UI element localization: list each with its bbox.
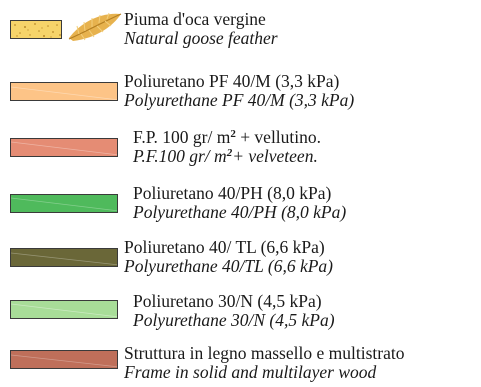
swatch-frame — [10, 350, 118, 369]
it-label-part: + vellutino. — [235, 127, 322, 147]
legend-label-en: Natural goose feather — [124, 28, 278, 48]
swatch-40ph — [10, 194, 118, 213]
legend-item-40ph: Poliuretano 40/PH (8,0 kPa) Polyurethane… — [0, 182, 481, 226]
legend-item-goose-feather: Piuma d'oca vergine Natural goose feathe… — [0, 8, 481, 52]
en-label-part: P.F.100 gr/ m — [133, 146, 227, 166]
legend-label-it: Poliuretano 40/PH (8,0 kPa) — [133, 183, 332, 203]
legend-label: F.P. 100 gr/ m2 + vellutino. P.F.100 gr/… — [133, 128, 321, 166]
legend-label: Poliuretano 40/PH (8,0 kPa) Polyurethane… — [133, 184, 346, 222]
legend-label-en: P.F.100 gr/ m2+ velveteen. — [133, 147, 321, 166]
legend-label-en: Polyurethane 40/PH (8,0 kPa) — [133, 202, 347, 222]
swatch-30n — [10, 300, 118, 319]
swatch-40tl — [10, 248, 118, 267]
it-label-part: F.P. 100 gr/ m — [133, 127, 231, 147]
legend-label-it: Poliuretano 30/N (4,5 kPa) — [133, 291, 322, 311]
legend-item-frame: Struttura in legno massello e multistrat… — [0, 342, 481, 386]
legend-label-it: Struttura in legno massello e multistrat… — [124, 343, 405, 363]
swatch-fp100 — [10, 138, 118, 157]
en-label-part: + velveteen. — [232, 146, 318, 166]
legend-label-en: Frame in solid and multilayer wood — [124, 362, 377, 382]
feather-icon — [68, 12, 122, 41]
speckle-pattern — [14, 23, 61, 38]
legend-label-it: F.P. 100 gr/ m2 + vellutino. — [133, 128, 321, 147]
legend-label-en: Polyurethane PF 40/M (3,3 kPa) — [124, 90, 355, 110]
legend-label-it: Piuma d'oca vergine — [124, 9, 266, 29]
legend-label-en: Polyurethane 40/TL (6,6 kPa) — [124, 256, 334, 276]
swatch-pf40m — [10, 82, 118, 101]
legend-label: Piuma d'oca vergine Natural goose feathe… — [124, 10, 278, 48]
legend-label-it: Poliuretano 40/ TL (6,6 kPa) — [124, 237, 325, 257]
legend-label: Poliuretano 40/ TL (6,6 kPa) Polyurethan… — [124, 238, 333, 276]
legend-item-40tl: Poliuretano 40/ TL (6,6 kPa) Polyurethan… — [0, 236, 481, 280]
speckle-swatch — [10, 20, 62, 39]
legend-item-30n: Poliuretano 30/N (4,5 kPa) Polyurethane … — [0, 292, 481, 336]
legend-item-fp100: F.P. 100 gr/ m2 + vellutino. P.F.100 gr/… — [0, 126, 481, 170]
legend-label-it: Poliuretano PF 40/M (3,3 kPa) — [124, 71, 340, 91]
legend-label: Poliuretano PF 40/M (3,3 kPa) Polyuretha… — [124, 72, 354, 110]
superscript: 2 — [226, 147, 233, 159]
legend-label: Poliuretano 30/N (4,5 kPa) Polyurethane … — [133, 292, 335, 330]
legend-label: Struttura in legno massello e multistrat… — [124, 344, 404, 382]
legend-label-en: Polyurethane 30/N (4,5 kPa) — [133, 310, 335, 330]
superscript: 2 — [230, 128, 236, 140]
legend-item-pf40m: Poliuretano PF 40/M (3,3 kPa) Polyuretha… — [0, 70, 481, 114]
